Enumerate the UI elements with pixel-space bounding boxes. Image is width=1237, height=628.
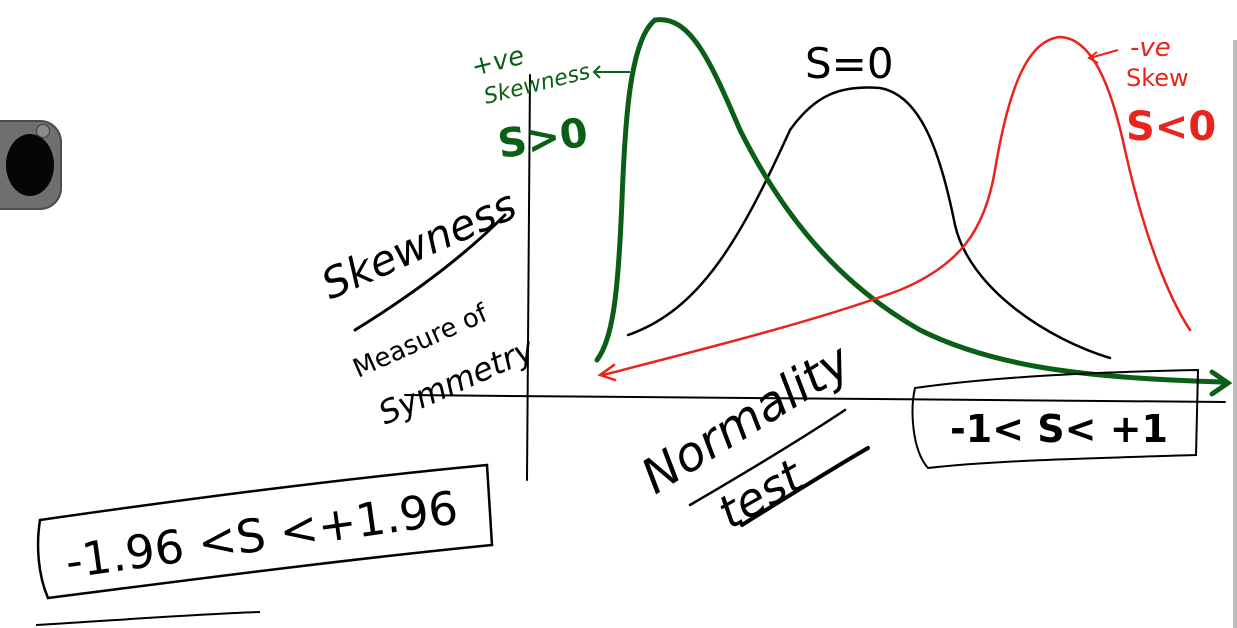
normality-test-label: Normality test xyxy=(632,333,870,540)
window-edge xyxy=(1233,40,1237,628)
range-small-box: -1< S< +1 xyxy=(911,368,1200,470)
range-large: -1.96 <S <+1.96 xyxy=(62,480,461,589)
axes xyxy=(404,74,1226,481)
y-axis xyxy=(526,74,531,481)
range-large-box: -1.96 <S <+1.96 xyxy=(35,463,494,626)
positive-skew-curve xyxy=(594,17,1225,385)
negative-skew-annotation: -ve Skew S<0 xyxy=(1126,33,1216,150)
x-axis xyxy=(404,394,1226,403)
negative-skew-curve xyxy=(601,35,1192,377)
record-knob xyxy=(36,124,50,138)
zero-skew-label: S=0 xyxy=(805,39,894,88)
topic-underline xyxy=(353,213,507,332)
negative-skew-word: Skew xyxy=(1126,64,1189,92)
skewness-definition: Skewness Measure of Symmetry xyxy=(314,180,541,432)
negative-skew-condition: S<0 xyxy=(1126,104,1216,150)
test-underline xyxy=(740,446,870,527)
negative-skew-sign: -ve xyxy=(1130,33,1171,63)
symmetric-curve xyxy=(626,86,1112,360)
positive-skew-condition: S>0 xyxy=(495,110,591,168)
red-pointer-arrow xyxy=(1087,49,1119,64)
topic-title: Skewness xyxy=(314,180,523,309)
negative-skew-arrowhead xyxy=(597,363,617,382)
normality-underline xyxy=(688,408,847,507)
record-button-icon[interactable] xyxy=(0,120,62,210)
record-dot xyxy=(6,134,54,196)
range-small: -1< S< +1 xyxy=(950,407,1168,451)
positive-skew-arrowhead xyxy=(1209,369,1233,397)
green-pointer-arrow xyxy=(592,65,630,79)
